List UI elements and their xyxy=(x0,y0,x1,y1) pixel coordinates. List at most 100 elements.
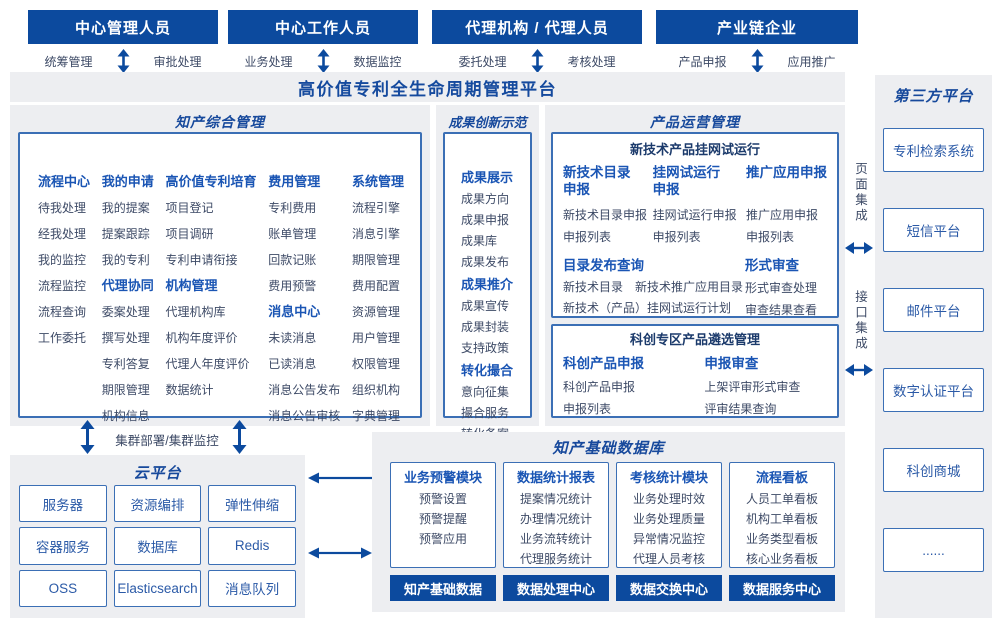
actor-roles: 业务处理 数据监控 xyxy=(228,48,418,74)
list-item: 委案处理 xyxy=(101,305,150,319)
list-item: 预警设置 xyxy=(418,492,467,506)
list-item: 消息队列 xyxy=(208,569,296,607)
list-item: 异常情况监控 xyxy=(632,532,705,546)
group-header: 成果展示 xyxy=(461,170,514,185)
actor-roles: 统筹管理 审批处理 xyxy=(28,48,218,74)
group-items: 成果宣传成果封装支持政策 xyxy=(461,296,523,359)
group-header: 形式审查 xyxy=(745,258,799,273)
group-new-tech-catalog: 新技术目录申报 新技术目录申报申报列表 xyxy=(563,164,653,248)
list-item: 成果发布 xyxy=(461,255,510,269)
list-item: 流程查询 xyxy=(38,305,87,319)
double-arrow-vertical-icon xyxy=(232,420,247,454)
list-item: 代理机构库 xyxy=(165,305,226,319)
list-item: 新技术（产品）挂网试运行计划 xyxy=(563,301,732,315)
list-item: 业务类型看板 xyxy=(745,532,818,546)
list-item: 核心业务看板 xyxy=(745,552,818,566)
list-item: OSS xyxy=(19,569,107,607)
list-item: 预警应用 xyxy=(418,532,467,546)
list-item: 容器服务 xyxy=(19,527,107,565)
trial-run-box: 新技术产品挂网试运行 新技术目录申报 新技术目录申报申报列表 挂网试运行申报 挂… xyxy=(551,132,839,318)
third-party-panel: 第三方平台 专利检索系统短信平台邮件平台数字认证平台科创商城...... xyxy=(875,75,992,618)
list-item: 机构工单看板 xyxy=(745,512,818,526)
list-item: 专利费用 xyxy=(268,201,317,215)
product-ops-panel: 产品运营管理 新技术产品挂网试运行 新技术目录申报 新技术目录申报申报列表 挂网… xyxy=(545,105,845,426)
list-item: 流程引擎 xyxy=(351,201,400,215)
list-item: 申报列表 xyxy=(563,402,612,416)
list-item: 代理人员考核 xyxy=(632,552,705,566)
cluster-label: 集群部署/集群监控 xyxy=(115,434,219,448)
list-item: 业务处理质量 xyxy=(632,512,705,526)
actor-header-center-managers: 中心管理人员 xyxy=(28,10,218,44)
column-patent-cultivation: 高价值专利培育 项目登记项目调研专利申请衔接 机构管理 代理机构库机构年度评价代… xyxy=(165,169,256,404)
list-item: 期限管理 xyxy=(101,383,150,397)
list-item: 组织机构 xyxy=(351,383,400,397)
module-assessment-statistics: 考核统计模块 业务处理时效业务处理质量异常情况监控代理人员考核 xyxy=(616,462,722,568)
group-items: 代理机构库机构年度评价代理人年度评价数据统计 xyxy=(165,299,256,403)
list-item: 机构年度评价 xyxy=(165,331,238,345)
actor-role-label: 统筹管理 xyxy=(44,54,93,69)
list-item: 服务器 xyxy=(19,485,107,523)
list-item: 费用配置 xyxy=(351,279,400,293)
group-items: 未读消息已读消息消息公告发布消息公告审核 xyxy=(268,325,340,429)
actor-role-label: 业务处理 xyxy=(244,54,293,69)
list-item: 申报列表 xyxy=(746,230,795,244)
group-header: 新技术目录申报 xyxy=(563,165,631,197)
list-item: 我的提案 xyxy=(101,201,150,215)
group-header: 目录发布查询 xyxy=(563,258,644,273)
api-integration-label: 接口集成 xyxy=(853,290,867,352)
module-process-kanban: 流程看板 人员工单看板机构工单看板业务类型看板核心业务看板 xyxy=(729,462,835,568)
box-title: 新技术产品挂网试运行 xyxy=(629,142,760,157)
ip-database-panel: 知产基础数据库 业务预警模块 预警设置预警提醒预警应用 数据统计报表 提案情况统… xyxy=(372,432,845,612)
list-item: 申报列表 xyxy=(652,230,701,244)
actor-roles: 产品申报 应用推广 xyxy=(656,48,858,74)
panel-title: 知产基础数据库 xyxy=(552,440,665,457)
actor-role-label: 产品申报 xyxy=(678,54,727,69)
group-items: 挂网试运行申报申报列表 xyxy=(653,204,746,248)
list-item: 短信平台 xyxy=(883,208,984,252)
achievements-panel: 成果创新示范 成果展示 成果方向成果申报成果库成果发布 成果推介 成果宣传成果封… xyxy=(436,105,539,441)
selection-box: 科创专区产品遴选管理 科创产品申报 科创产品申报申报列表 申报审查 上架评审形式… xyxy=(551,324,839,418)
list-item: 我的专利 xyxy=(101,253,150,267)
group-sci-product-declare: 科创产品申报 科创产品申报申报列表 xyxy=(563,352,704,420)
list-item: 专利答复 xyxy=(101,357,150,371)
actor-role-label: 委托处理 xyxy=(458,54,507,69)
list-item: 字典管理 xyxy=(351,409,400,423)
list-item: 申报列表 xyxy=(563,230,612,244)
list-item: 成果方向 xyxy=(461,192,510,206)
list-item: 弹性伸缩 xyxy=(208,485,296,523)
list-item: 成果宣传 xyxy=(461,299,510,313)
list-item: 办理情况统计 xyxy=(519,512,592,526)
panel-title: 第三方平台 xyxy=(893,88,974,105)
group-items: 成果方向成果申报成果库成果发布 xyxy=(461,189,523,273)
list-item: ...... xyxy=(883,528,984,572)
list-item: 撰写处理 xyxy=(101,331,150,345)
list-item: 成果申报 xyxy=(461,213,510,227)
list-item: 机构信息 xyxy=(101,409,150,423)
panel-title: 产品运营管理 xyxy=(650,114,740,130)
list-item: 形式审查处理 xyxy=(745,281,818,295)
group-header: 成果推介 xyxy=(461,277,514,292)
double-arrow-horizontal-icon xyxy=(308,546,372,560)
group-items: 专利费用账单管理回款记账费用预警 xyxy=(268,195,340,299)
list-item: 权限管理 xyxy=(351,357,400,371)
group-trial-declare: 挂网试运行申报 挂网试运行申报申报列表 xyxy=(653,164,746,248)
list-item: 代理人年度评价 xyxy=(165,357,250,371)
list-item: 新技术推广应用目录 xyxy=(635,280,744,294)
list-item: 科创商城 xyxy=(883,448,984,492)
arrow-left-icon xyxy=(308,472,372,484)
group-header: 流程中心 xyxy=(38,174,91,189)
list-item: 新技术目录申报 xyxy=(563,208,648,222)
list-item: 业务流转统计 xyxy=(519,532,592,546)
group-items: 形式审查处理审查结果查看 xyxy=(745,277,827,321)
list-item: 我的监控 xyxy=(38,253,87,267)
actor-role-label: 应用推广 xyxy=(787,54,836,69)
group-formal-review: 形式审查 形式审查处理审查结果查看 xyxy=(745,255,827,321)
double-arrow-vertical-icon xyxy=(80,420,95,454)
group-header: 代理协同 xyxy=(101,278,154,293)
list-item: 数据服务中心 xyxy=(729,575,835,601)
list-item: 提案跟踪 xyxy=(101,227,150,241)
double-arrow-vertical-icon xyxy=(117,49,130,73)
double-arrow-vertical-icon xyxy=(751,49,764,73)
actor-role-label: 数据监控 xyxy=(353,54,402,69)
